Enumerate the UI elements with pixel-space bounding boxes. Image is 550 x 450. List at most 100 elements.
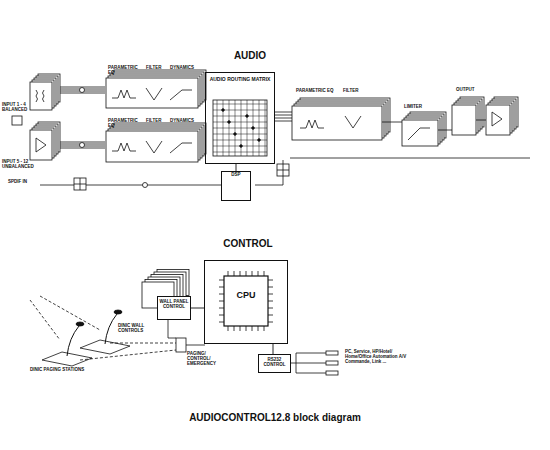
- chip-pin: [246, 326, 247, 331]
- section-heading: AUDIO: [220, 50, 280, 61]
- matrix-grid: [213, 128, 267, 129]
- chip-pin: [219, 301, 224, 302]
- chip-pin: [268, 315, 273, 316]
- matrix-grid: [213, 152, 267, 153]
- box-label: RS232 CONTROL: [259, 358, 290, 368]
- usb-symbol: [12, 116, 22, 125]
- chip-pin: [240, 271, 241, 276]
- caption: AUDIOCONTROL12.8 block diagram: [0, 412, 550, 423]
- chip-pin: [219, 322, 224, 323]
- limiter-curve: [408, 128, 430, 140]
- chip-pin: [268, 308, 273, 309]
- chip-pin: [258, 271, 259, 276]
- dashed-wire: [80, 350, 176, 360]
- microphone-stem: [105, 314, 117, 344]
- wire: [296, 353, 326, 354]
- microphone-head: [114, 310, 122, 314]
- signal-label: DYNAMICS: [170, 119, 200, 124]
- connector-line: [236, 164, 237, 171]
- filter-curve: [345, 116, 361, 128]
- matrix-grid: [213, 140, 267, 141]
- spdif-wire: [40, 185, 222, 186]
- chip-pin: [252, 271, 253, 276]
- box-label: WALL PANEL CONTROL: [158, 300, 190, 310]
- output-stack: [486, 105, 510, 135]
- bus-wire: [275, 112, 292, 113]
- input-stack: [30, 82, 52, 110]
- dynamics-curve: [170, 90, 192, 100]
- chip-pin: [264, 326, 265, 331]
- matrix-node: [240, 145, 243, 148]
- filter-curve: [146, 88, 162, 100]
- matrix-grid: [213, 134, 267, 135]
- dsp-box: DSP: [221, 171, 251, 201]
- signal-label: PARAMETRIC EQ: [296, 89, 336, 94]
- wire: [296, 363, 326, 364]
- chip-pin: [268, 287, 273, 288]
- bus-wire: [382, 122, 402, 123]
- matrix-node: [222, 109, 225, 112]
- output-stack: [292, 106, 382, 140]
- matrix-grid: [213, 146, 267, 147]
- signal-label: PC, Service, HP/Hotel/ Home/Office Autom…: [345, 350, 415, 365]
- wire: [168, 338, 176, 339]
- chip-pin: [258, 326, 259, 331]
- rs232-plug: [326, 371, 338, 375]
- wire: [186, 345, 205, 346]
- signal-label: SPDIF IN: [8, 180, 38, 185]
- chip-pin: [228, 271, 229, 276]
- terminal-block: [176, 338, 186, 352]
- box-label: CPU: [235, 291, 256, 301]
- switch-symbol: [74, 184, 86, 185]
- filter-curve: [146, 141, 162, 153]
- wall-panel-box: WALL PANEL CONTROL: [157, 296, 191, 320]
- dashed-wire: [40, 296, 100, 330]
- output-bus: [290, 158, 530, 159]
- matrix-box: AUDIO ROUTING MATRIX: [205, 72, 275, 164]
- amp-symbol: [36, 138, 46, 152]
- chip-pin: [268, 322, 273, 323]
- signal-label: INPUT 5 - 12 UNBALANCED: [2, 160, 30, 170]
- chip-pin: [219, 308, 224, 309]
- signal-label: FILTER: [343, 89, 369, 94]
- signal-label: FILTER: [146, 66, 168, 71]
- signal-label: PARAMETRIC EQ: [108, 66, 144, 76]
- matrix-grid: [213, 116, 267, 117]
- chip-pin: [268, 294, 273, 295]
- connector-line: [273, 344, 274, 354]
- matrix-node: [228, 121, 231, 124]
- signal-label: DINIC PAGING STATIONS: [30, 368, 100, 373]
- output-stack: [452, 105, 476, 135]
- matrix-node: [258, 139, 261, 142]
- input-stack: [30, 130, 52, 160]
- matrix-node: [234, 133, 237, 136]
- bus-wire: [275, 121, 292, 122]
- matrix-grid: [213, 104, 267, 105]
- chip-pin: [219, 315, 224, 316]
- chip-pin: [268, 280, 273, 281]
- signal-label: PAGING/ CONTROL/ EMERGENCY: [187, 352, 213, 367]
- dashed-wire: [110, 343, 176, 344]
- chip-pin: [219, 294, 224, 295]
- eq-curve: [300, 120, 324, 128]
- chip-pin: [234, 271, 235, 276]
- signal-label: OUTPUT: [456, 88, 486, 93]
- rs232-plug: [326, 361, 338, 365]
- dashed-wire: [30, 300, 60, 340]
- cpu-chip: [224, 276, 268, 326]
- bus-wire: [275, 115, 292, 116]
- matrix-chip: [213, 100, 267, 156]
- rs232-plug: [326, 351, 338, 355]
- bus-wire: [438, 130, 452, 131]
- switch-box: [74, 178, 86, 190]
- wire: [296, 373, 326, 374]
- chip-pin: [219, 287, 224, 288]
- wire: [296, 353, 297, 373]
- wire: [168, 320, 169, 338]
- chip-pin: [264, 271, 265, 276]
- rs232-box: RS232 CONTROL: [258, 354, 291, 373]
- wire: [291, 363, 296, 364]
- chip-pin: [268, 301, 273, 302]
- section-heading: CONTROL: [213, 238, 283, 249]
